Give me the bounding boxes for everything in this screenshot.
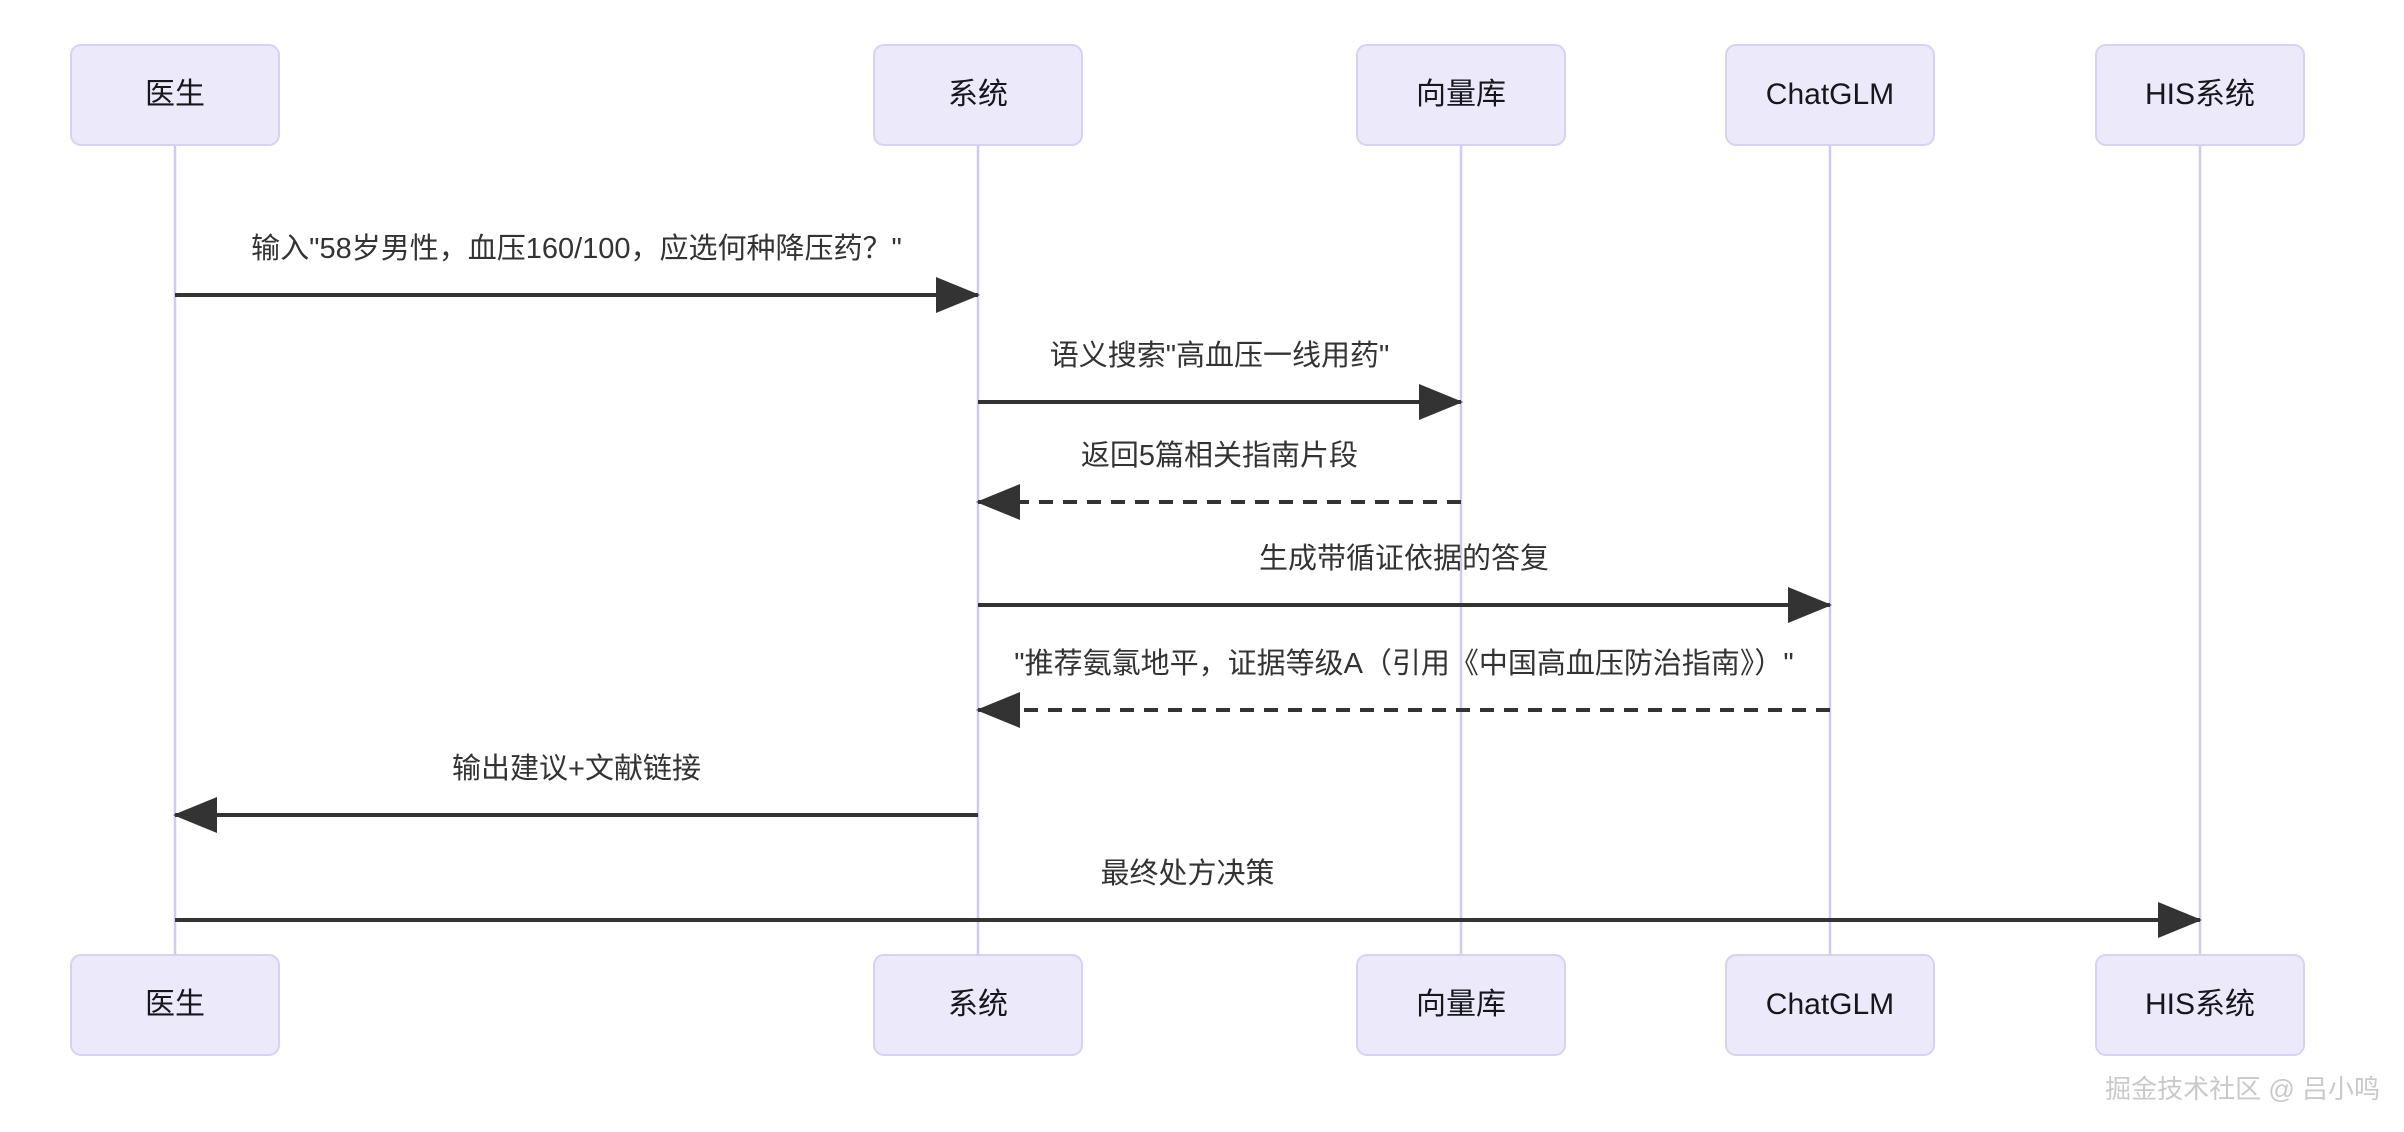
participant-box: [1356, 954, 1566, 1056]
participant-chatglm-bottom[interactable]: ChatGLM: [1725, 954, 1935, 1056]
participant-label: 系统: [948, 78, 1008, 111]
participant-box: [1725, 44, 1935, 146]
message-label: 返回5篇相关指南片段: [1081, 439, 1358, 472]
participant-box: [1725, 954, 1935, 1056]
message-2[interactable]: 语义搜索"高血压一线用药": [978, 339, 1463, 420]
participant-label: ChatGLM: [1766, 78, 1894, 111]
message-label: 最终处方决策: [1100, 857, 1274, 890]
participant-label: ChatGLM: [1766, 988, 1894, 1021]
participant-box: [70, 954, 280, 1056]
participant-system-top[interactable]: 系统: [873, 44, 1083, 146]
participant-box: [873, 44, 1083, 146]
message-label: 输入"58岁男性，血压160/100，应选何种降压药？": [251, 232, 902, 265]
participant-label: 医生: [145, 78, 205, 111]
participant-doctor-bottom[interactable]: 医生: [70, 954, 280, 1056]
participant-his-top[interactable]: HIS系统: [2095, 44, 2305, 146]
participant-box: [2095, 954, 2305, 1056]
message-1[interactable]: 输入"58岁男性，血压160/100，应选何种降压药？": [175, 232, 980, 313]
participant-box: [873, 954, 1083, 1056]
participant-box: [2095, 44, 2305, 146]
participant-chatglm-top[interactable]: ChatGLM: [1725, 44, 1935, 146]
messages-group: 输入"58岁男性，血压160/100，应选何种降压药？" 语义搜索"高血压一线用药…: [173, 232, 2202, 938]
participant-boxes-top: 医生 系统 向量库 ChatGLM HIS系统: [70, 44, 2305, 146]
message-label: 生成带循证依据的答复: [1259, 542, 1549, 575]
participant-label: 向量库: [1416, 78, 1506, 111]
participant-doctor-top[interactable]: 医生: [70, 44, 280, 146]
participant-his-bottom[interactable]: HIS系统: [2095, 954, 2305, 1056]
participant-box: [70, 44, 280, 146]
participant-boxes-bottom: 医生 系统 向量库 ChatGLM HIS系统: [70, 954, 2305, 1056]
lifelines-group: [173, 145, 2202, 955]
watermark: 掘金技术社区 @ 吕小鸣: [2105, 1074, 2380, 1104]
message-6[interactable]: 输出建议+文献链接: [173, 752, 978, 833]
participant-box: [1356, 44, 1566, 146]
participant-vectordb-bottom[interactable]: 向量库: [1356, 954, 1566, 1056]
participant-vectordb-top[interactable]: 向量库: [1356, 44, 1566, 146]
participant-label: 医生: [145, 988, 205, 1021]
participant-label: 向量库: [1416, 988, 1506, 1021]
participant-system-bottom[interactable]: 系统: [873, 954, 1083, 1056]
participant-label: 系统: [948, 988, 1008, 1021]
message-label: 语义搜索"高血压一线用药": [1050, 339, 1390, 372]
message-5[interactable]: "推荐氨氯地平，证据等级A（引用《中国高血压防治指南》）": [976, 647, 1830, 728]
message-4[interactable]: 生成带循证依据的答复: [978, 542, 1832, 623]
participant-label: HIS系统: [2145, 988, 2255, 1021]
participant-label: HIS系统: [2145, 78, 2255, 111]
message-3[interactable]: 返回5篇相关指南片段: [976, 439, 1461, 520]
message-label: "推荐氨氯地平，证据等级A（引用《中国高血压防治指南》）": [1014, 647, 1793, 680]
message-7[interactable]: 最终处方决策: [175, 857, 2202, 938]
message-label: 输出建议+文献链接: [452, 752, 701, 785]
